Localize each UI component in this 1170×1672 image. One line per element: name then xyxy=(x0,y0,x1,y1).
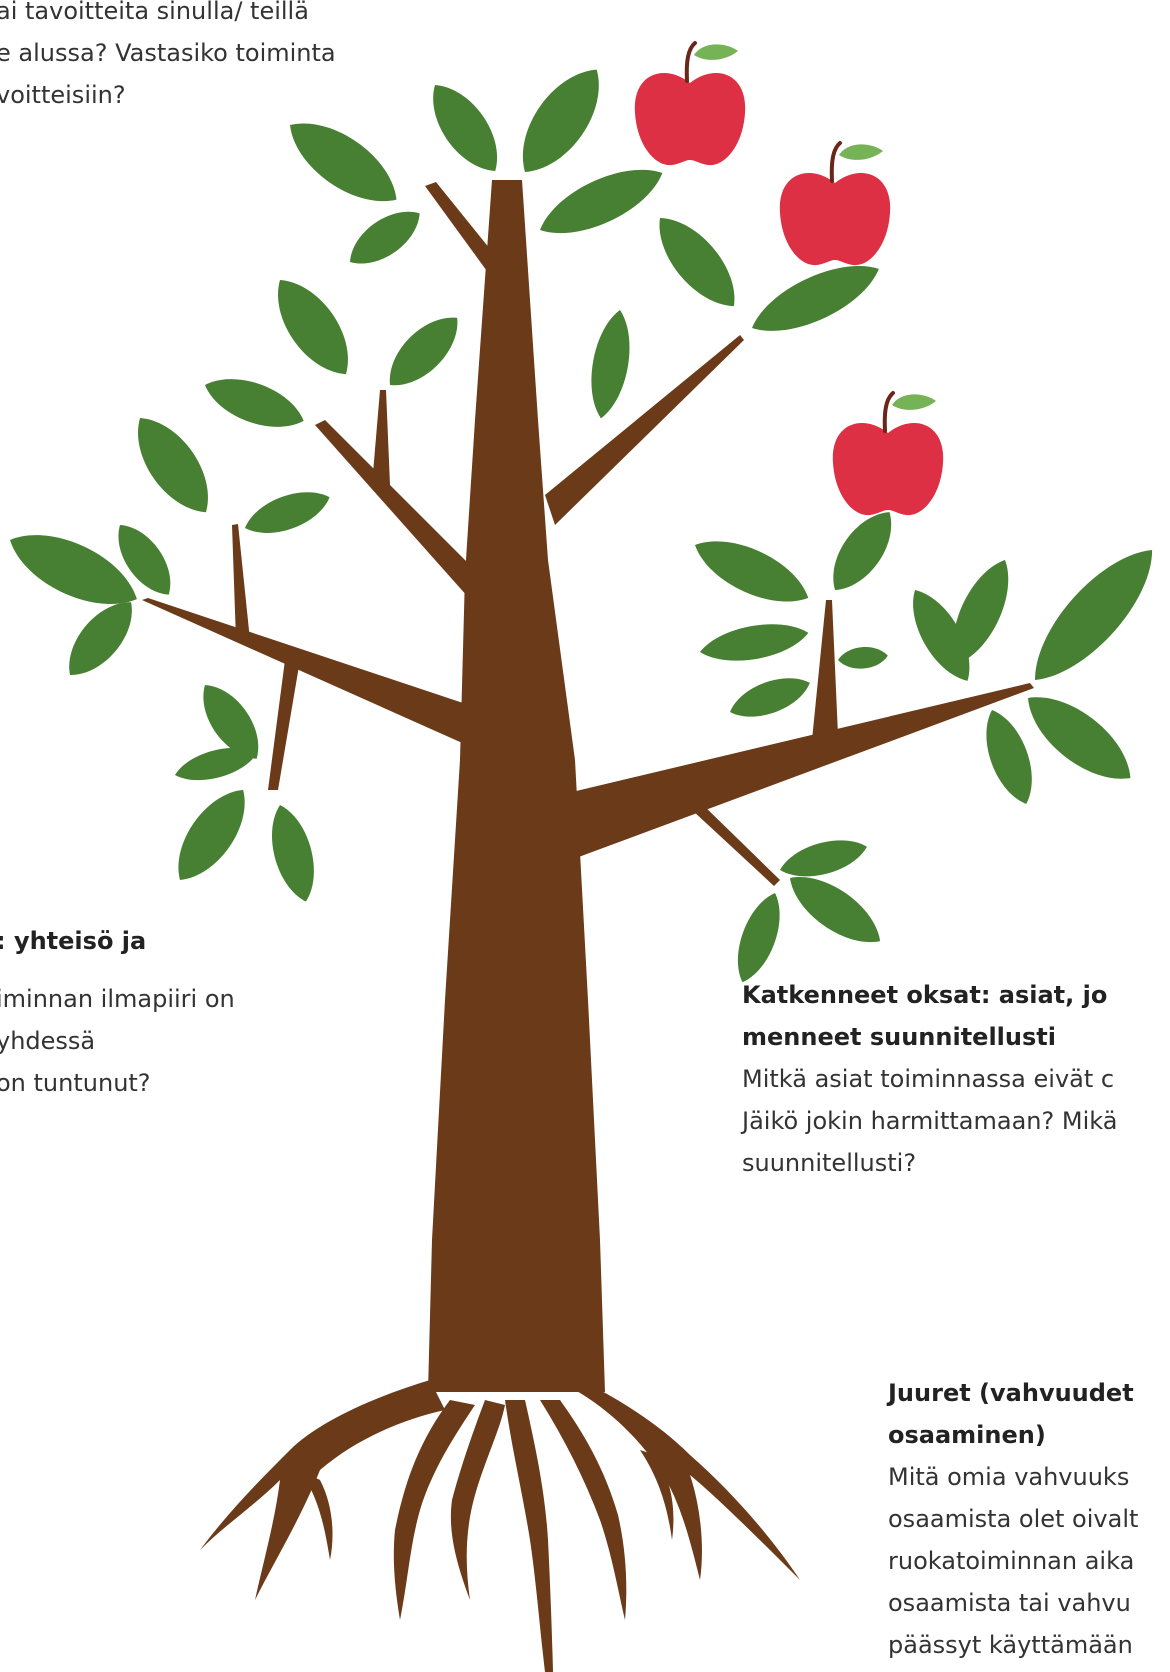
roots-heading-2: osaaminen) xyxy=(888,1421,1046,1449)
community-text-block: : yhteisö ja iminnan ilmapiiri on yhdess… xyxy=(0,920,235,1104)
broken-branches-heading-2: menneet suunnitellusti xyxy=(742,1023,1056,1051)
broken-branches-line-3: suunnitellusti? xyxy=(742,1149,917,1177)
goals-line-2: e alussa? Vastasiko toiminta xyxy=(0,39,336,67)
goals-text-block: ai tavoitteita sinulla/ teillä e alussa?… xyxy=(0,0,336,116)
community-line-2: yhdessä xyxy=(0,1027,96,1055)
apple-1 xyxy=(634,41,746,166)
broken-branches-heading-1: Katkenneet oksat: asiat, jo xyxy=(742,981,1108,1009)
tree-trunk xyxy=(428,180,605,1392)
community-heading: : yhteisö ja xyxy=(0,927,147,955)
roots-heading-1: Juuret (vahvuudet xyxy=(888,1379,1134,1407)
roots-line-2: osaamista olet oivalt xyxy=(888,1505,1139,1533)
community-line-1: iminnan ilmapiiri on xyxy=(0,985,235,1013)
apple-2 xyxy=(779,141,891,266)
community-line-3: on tuntunut? xyxy=(0,1069,151,1097)
broken-branches-line-1: Mitkä asiat toiminnassa eivät c xyxy=(742,1065,1115,1093)
roots-line-3: ruokatoiminnan aika xyxy=(888,1547,1135,1575)
goals-line-3: voitteisiin? xyxy=(0,81,126,109)
roots-line-4: osaamista tai vahvu xyxy=(888,1589,1131,1617)
goals-line-1: ai tavoitteita sinulla/ teillä xyxy=(0,0,309,25)
apple-3 xyxy=(832,391,944,516)
roots-line-5: päässyt käyttämään xyxy=(888,1631,1133,1659)
broken-branches-line-2: Jäikö jokin harmittamaan? Mikä xyxy=(742,1107,1118,1135)
tree-branches xyxy=(142,182,1034,886)
roots-line-1: Mitä omia vahvuuks xyxy=(888,1463,1130,1491)
tree-roots xyxy=(200,1380,800,1672)
broken-branches-text-block: Katkenneet oksat: asiat, jo menneet suun… xyxy=(742,974,1117,1184)
roots-text-block: Juuret (vahvuudet osaaminen) Mitä omia v… xyxy=(888,1372,1138,1666)
